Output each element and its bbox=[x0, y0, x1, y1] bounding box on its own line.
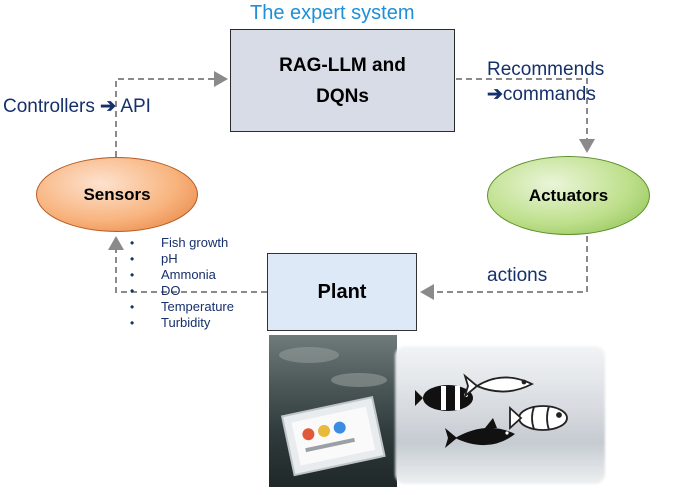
recommends-text: Recommends bbox=[487, 59, 605, 80]
plant-label: Plant bbox=[317, 280, 367, 303]
plant-photo bbox=[269, 335, 397, 487]
connector-sensors-to-expert bbox=[115, 71, 228, 157]
sensor-parameter-list: Fish growth pH Ammonia DO Temperature Tu… bbox=[130, 235, 234, 331]
api-text: API bbox=[120, 96, 151, 117]
parameter-item: DO bbox=[130, 283, 234, 299]
expert-box-line-2: DQNs bbox=[316, 85, 369, 107]
sensors-label: Sensors bbox=[83, 184, 151, 204]
parameter-item: Temperature bbox=[130, 299, 234, 315]
parameter-item: Turbidity bbox=[130, 315, 234, 331]
actuators-label: Actuators bbox=[528, 185, 609, 205]
sensor-device-image bbox=[279, 347, 387, 477]
right-arrow-icon: ➔ bbox=[487, 84, 503, 105]
actions-label: actions bbox=[487, 265, 548, 286]
parameter-item: Ammonia bbox=[130, 267, 234, 283]
parameter-item: Fish growth bbox=[130, 235, 234, 251]
connector-expert-to-actuators bbox=[456, 78, 595, 153]
connector-actuators-to-plant bbox=[420, 236, 588, 300]
controllers-text: Controllers bbox=[3, 96, 95, 117]
parameter-item: pH bbox=[130, 251, 234, 267]
right-arrow-icon: ➔ bbox=[100, 96, 117, 117]
fish-silhouette-icon bbox=[445, 418, 515, 448]
fish-group bbox=[415, 373, 568, 448]
sensors-node: Sensors bbox=[36, 157, 198, 232]
commands-text: commands bbox=[502, 84, 596, 105]
expert-system-box: RAG-LLM and DQNs bbox=[230, 29, 455, 132]
water-background bbox=[395, 346, 605, 484]
actuators-node: Actuators bbox=[487, 156, 650, 235]
diagram-title: The expert system bbox=[250, 2, 415, 24]
expert-box-line-1: RAG-LLM and bbox=[279, 54, 406, 76]
fish-outline-icon bbox=[463, 373, 535, 399]
controllers-api-label: Controllers ➔ API bbox=[3, 95, 151, 118]
recommends-commands-label: Recommends ➔commands bbox=[487, 57, 604, 107]
clownfish-outline-icon bbox=[509, 405, 568, 431]
plant-box: Plant bbox=[267, 253, 417, 331]
clownfish-icon bbox=[415, 385, 473, 411]
